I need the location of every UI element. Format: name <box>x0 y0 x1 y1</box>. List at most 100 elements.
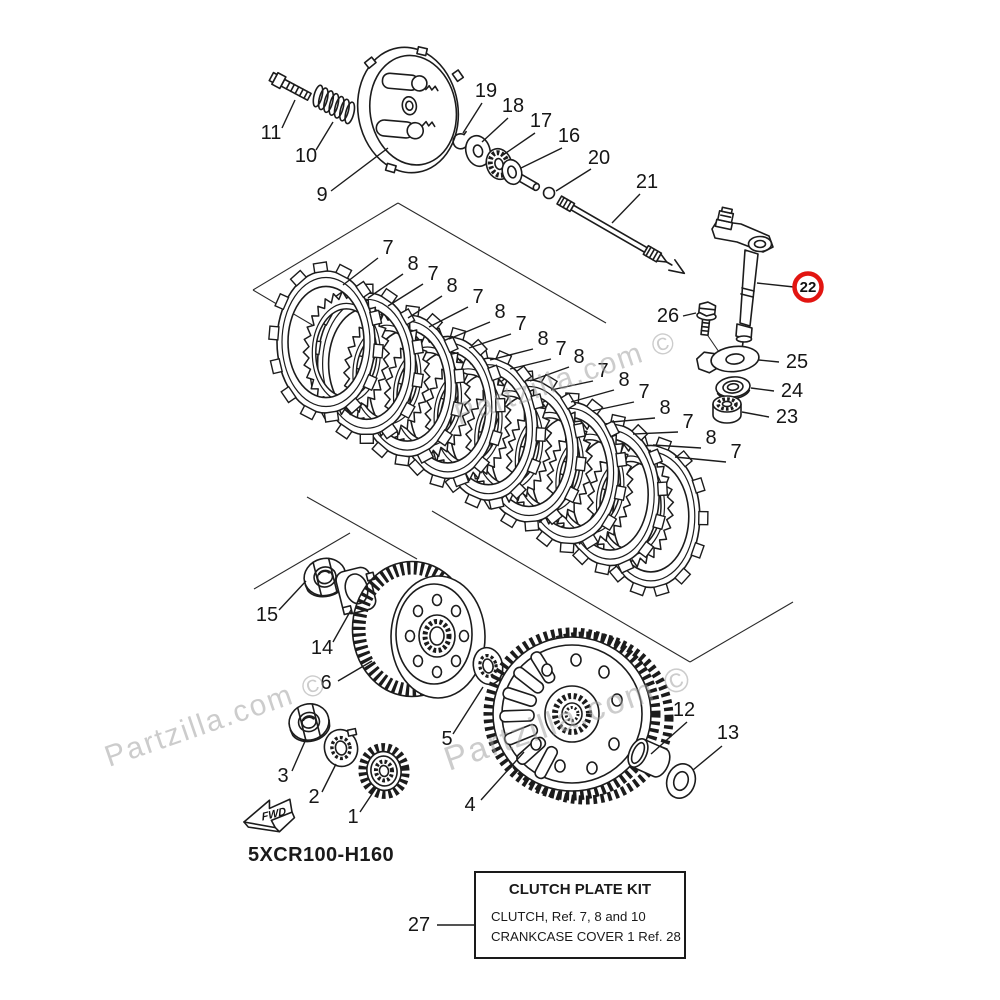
bolt-11 <box>268 71 312 101</box>
clutch-boss-6 <box>351 560 486 699</box>
leader-line-6 <box>337 660 373 682</box>
push-rod-16 <box>501 158 541 192</box>
callout-17: 17 <box>530 110 552 132</box>
callout-8: 8 <box>407 253 418 275</box>
callout-22: 22 <box>800 279 817 296</box>
callout-7: 7 <box>382 237 393 259</box>
leader-line-8 <box>367 273 404 299</box>
fwd-arrow: FWD <box>243 798 296 833</box>
callout-8: 8 <box>573 346 584 368</box>
callout-7: 7 <box>638 381 649 403</box>
leader-line-8 <box>529 366 570 382</box>
kit-box-line2: CRANKCASE COVER 1 Ref. 28 <box>491 929 681 944</box>
leader-line-25 <box>758 359 780 363</box>
callout-6: 6 <box>320 672 331 694</box>
callout-10: 10 <box>295 145 317 167</box>
leader-line-16 <box>520 147 563 169</box>
callout-7: 7 <box>730 441 741 463</box>
leader-line-18 <box>481 117 509 143</box>
push-rod-21 <box>556 195 686 275</box>
leader-line-7 <box>509 358 552 370</box>
callout-18: 18 <box>502 95 524 117</box>
bearing-23 <box>712 395 742 424</box>
callout-8: 8 <box>494 301 505 323</box>
callout-13: 13 <box>717 722 739 744</box>
friction-plate <box>268 261 384 423</box>
leader-line-23 <box>741 411 770 418</box>
primary-gear-1 <box>358 743 410 799</box>
callout-2: 2 <box>308 786 319 808</box>
callout-8: 8 <box>446 275 457 297</box>
leader-line-24 <box>750 387 775 392</box>
leader-line-7 <box>468 333 512 349</box>
leader-line-7 <box>591 401 635 412</box>
kit-box-line1: CLUTCH, Ref. 7, 8 and 10 <box>491 909 646 924</box>
callout-20: 20 <box>588 147 610 169</box>
callout-24: 24 <box>781 380 803 402</box>
leader-line-2 <box>321 763 337 793</box>
callout-12: 12 <box>673 699 695 721</box>
callout-4: 4 <box>464 794 475 816</box>
leader-line-5 <box>452 686 484 735</box>
spacer-12 <box>627 738 671 778</box>
spring-10 <box>312 84 356 125</box>
leader-line-17 <box>502 132 536 156</box>
callout-8: 8 <box>659 397 670 419</box>
leader-line-21 <box>611 193 641 224</box>
callout-23: 23 <box>776 406 798 428</box>
kit-box-title: CLUTCH PLATE KIT <box>509 881 651 898</box>
callout-9: 9 <box>316 184 327 206</box>
leader-line-12 <box>650 721 688 755</box>
washer-13 <box>665 763 697 799</box>
leader-line-3 <box>291 738 307 772</box>
push-lever-assembly-22 <box>711 206 774 359</box>
callout-7: 7 <box>555 338 566 360</box>
nut-3 <box>288 703 331 743</box>
callout-15: 15 <box>256 604 278 626</box>
leader-line-13 <box>692 745 723 771</box>
callout-7: 7 <box>472 286 483 308</box>
callout-8: 8 <box>705 427 716 449</box>
pressure-plate-9 <box>356 45 465 174</box>
leader-line-8 <box>489 348 534 361</box>
leader-line-20 <box>555 168 592 192</box>
callout-14: 14 <box>311 637 333 659</box>
callout-7: 7 <box>597 360 608 382</box>
callout-1: 1 <box>347 806 358 828</box>
ball-20 <box>542 186 556 200</box>
callout-8: 8 <box>537 328 548 350</box>
leader-line-8 <box>448 321 491 340</box>
leader-line-8 <box>611 417 656 423</box>
leader-line-7 <box>550 380 594 391</box>
leader-line-7 <box>674 456 727 463</box>
pressure-plate-assembly <box>268 45 686 275</box>
clutch-housing-4 <box>483 627 674 805</box>
kit-box: CLUTCH PLATE KIT CLUTCH, Ref. 7, 8 and 1… <box>474 871 686 959</box>
fwd-label: FWD <box>261 806 287 824</box>
callout-7: 7 <box>427 263 438 285</box>
construction-lines <box>252 202 794 663</box>
leader-line-10 <box>315 121 334 151</box>
callout-3: 3 <box>277 765 288 787</box>
leader-line-4 <box>480 751 525 801</box>
callout-19: 19 <box>475 80 497 102</box>
leader-line-7 <box>428 306 469 328</box>
leader-line-22 <box>756 282 795 288</box>
lever-seat-25 <box>695 345 760 374</box>
callout-8: 8 <box>618 369 629 391</box>
bolt-26 <box>696 301 717 337</box>
callout-labels: 1110919181716202122262524231514654321121… <box>256 80 824 936</box>
leader-line-8 <box>570 389 615 403</box>
leader-line-1 <box>359 787 377 813</box>
washer-18 <box>464 134 492 168</box>
leader-line-26 <box>682 312 697 317</box>
diagram-code: 5XCR100-H160 <box>248 844 394 866</box>
callout-21: 21 <box>636 171 658 193</box>
leader-line-19 <box>462 102 483 134</box>
leader-line-8 <box>407 295 443 319</box>
leader-line-14 <box>332 609 352 643</box>
leader-line-7 <box>632 431 679 435</box>
leader-line-9 <box>330 147 389 192</box>
